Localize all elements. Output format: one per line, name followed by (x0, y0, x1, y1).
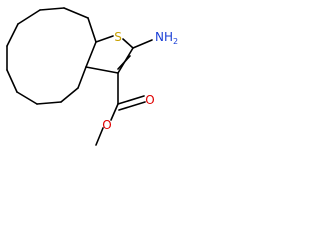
bond (117, 95, 145, 105)
bond (118, 101, 146, 111)
bond (85, 41, 97, 68)
bond (87, 17, 97, 43)
sulfur-atom-label: S (114, 30, 122, 44)
bond (39, 7, 65, 11)
bond (17, 9, 41, 25)
bond (77, 66, 87, 89)
bond (95, 35, 114, 43)
bond (36, 101, 62, 105)
thiophene-ring (85, 35, 134, 74)
bond (117, 55, 131, 70)
ether-oxygen-label: O (102, 118, 111, 132)
molecule-structure: S NH2 O O (6, 7, 178, 146)
bond (63, 7, 89, 19)
bond (95, 127, 104, 146)
carbonyl-oxygen-label: O (145, 93, 154, 107)
ester-group (95, 72, 146, 146)
amine-label: NH2 (155, 30, 178, 46)
bond (85, 66, 119, 74)
bond (6, 69, 18, 93)
cyclododecane-ring (6, 7, 97, 105)
bond (122, 38, 134, 49)
bond (60, 87, 79, 103)
bond (6, 23, 19, 47)
amine-bond (132, 39, 153, 49)
bond (16, 91, 38, 105)
bond (110, 103, 119, 121)
